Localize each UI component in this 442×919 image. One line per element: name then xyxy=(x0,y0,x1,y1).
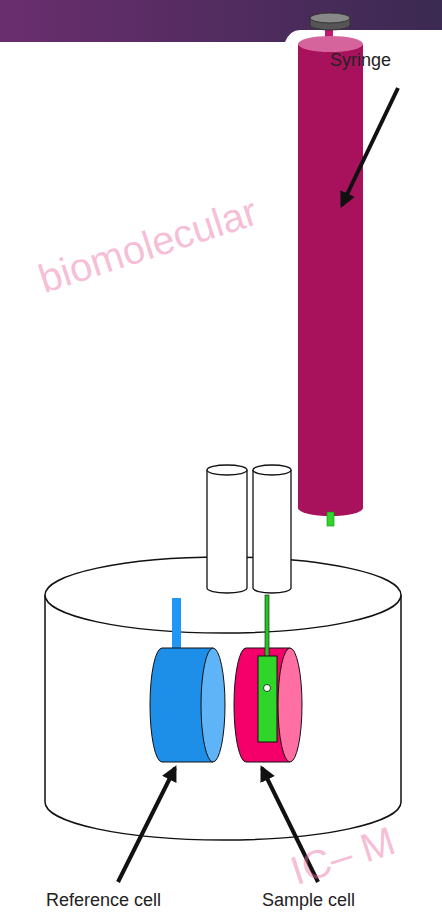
sample-cell xyxy=(234,595,302,762)
pointer-arrow xyxy=(118,88,398,882)
part-label: Sample cell xyxy=(262,890,355,912)
port-tube xyxy=(207,465,247,593)
header-band xyxy=(0,0,442,42)
port-tube xyxy=(253,465,291,593)
syringe xyxy=(298,13,363,526)
part-label: Syringe xyxy=(330,50,391,72)
part-label: Reference cell xyxy=(46,890,161,912)
watermark: biomolecular xyxy=(34,191,262,299)
reference-cell xyxy=(150,598,225,762)
calorimeter-housing xyxy=(45,557,401,840)
